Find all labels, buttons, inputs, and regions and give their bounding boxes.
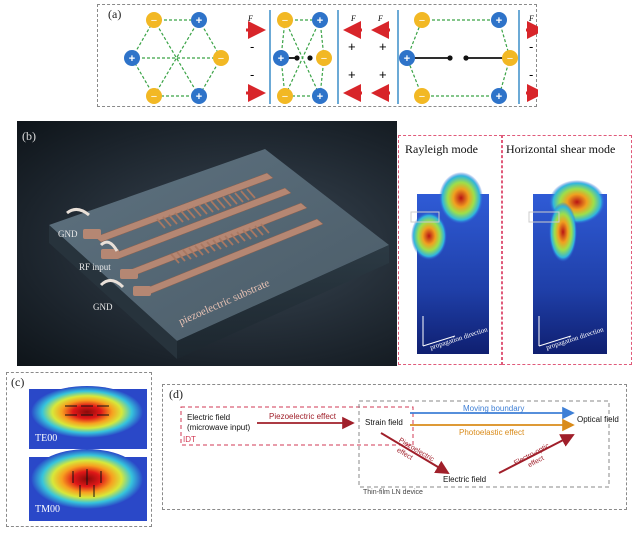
te00-label: TE00 [35,433,58,444]
force-label: F [529,14,534,23]
force-label: F [351,14,356,23]
idt-device-render [49,149,389,359]
electric-field-label: Electric field [443,475,487,484]
gnd-top-label: GND [58,229,78,239]
optical-modes [29,386,147,521]
field-sign: - [250,39,255,54]
svg-text:−: − [151,15,157,27]
panel-c: (c) TE00 TM00 [6,372,152,527]
panel-b: (b) [6,116,634,370]
panel-a-label: (a) [108,7,122,21]
svg-text:−: − [419,15,425,27]
svg-text:+: + [404,53,410,65]
strain-field-label: Strain field [365,418,403,427]
gnd-bottom-label: GND [93,302,113,312]
field-sign: + [348,39,356,54]
optical-field-label: Optical field [577,415,619,424]
svg-text:−: − [282,15,288,27]
moving-boundary-label: Moving boundary [463,404,525,413]
svg-text:+: + [278,53,284,65]
panel-c-label: (c) [11,375,25,389]
force-label: F [378,14,383,23]
rayleigh-mode-box: Rayleigh mode propagation direction [398,135,502,365]
svg-text:+: + [129,53,135,65]
svg-text:−: − [321,53,327,65]
svg-text:−: − [507,53,513,65]
svg-text:−: − [218,53,224,65]
idt-label: IDT [183,435,196,444]
svg-text:−: − [419,91,425,103]
panel-b-label: (b) [22,129,36,143]
hexagon-stretched: − + − + − + [397,10,520,104]
field-sign: + [379,39,387,54]
field-sign: - [529,67,534,82]
field-sign: + [348,67,356,82]
svg-text:+: + [196,15,202,27]
rf-input-label: RF input [79,262,111,272]
svg-text:+: + [317,15,323,27]
panel-a-diagram: − + − + − + − + − + − + [124,10,538,104]
panel-a: (a) − + − + − + [97,4,538,107]
panel-d: (d) Electric field (microwave input) IDT… [162,384,627,510]
photoelastic-effect-label: Photoelastic effect [459,428,525,437]
shear-mode-box: Horizontal shear mode propagation direct… [502,135,632,365]
rayleigh-mode-simulation [410,172,489,354]
svg-text:+: + [317,91,323,103]
svg-text:−: − [151,91,157,103]
field-sign: + [379,67,387,82]
electric-field-input-line2: (microwave input) [187,423,251,432]
rayleigh-mode-title: Rayleigh mode [405,142,478,156]
shear-mode-title: Horizontal shear mode [506,142,616,156]
panel-d-label: (d) [169,387,183,401]
hexagon-unstrained: − + − + − + [124,12,229,104]
field-sign: - [250,67,255,82]
electric-field-input-line1: Electric field [187,413,231,422]
svg-text:+: + [496,91,502,103]
force-arrows [246,21,538,102]
tm00-label: TM00 [35,504,60,515]
hexagon-compressed: − + − + − + [269,10,339,104]
svg-text:+: + [196,91,202,103]
substrate-image: (b) [17,121,397,366]
thin-film-ln-device-label: Thin-film LN device [363,489,423,496]
field-sign: - [529,39,534,54]
svg-text:−: − [282,91,288,103]
svg-text:+: + [496,15,502,27]
piezoelectric-effect-label: Piezoelectric effect [269,412,336,421]
force-label: F [248,14,253,23]
shear-mode-simulation [528,180,607,354]
coupling-diagram [180,400,610,488]
